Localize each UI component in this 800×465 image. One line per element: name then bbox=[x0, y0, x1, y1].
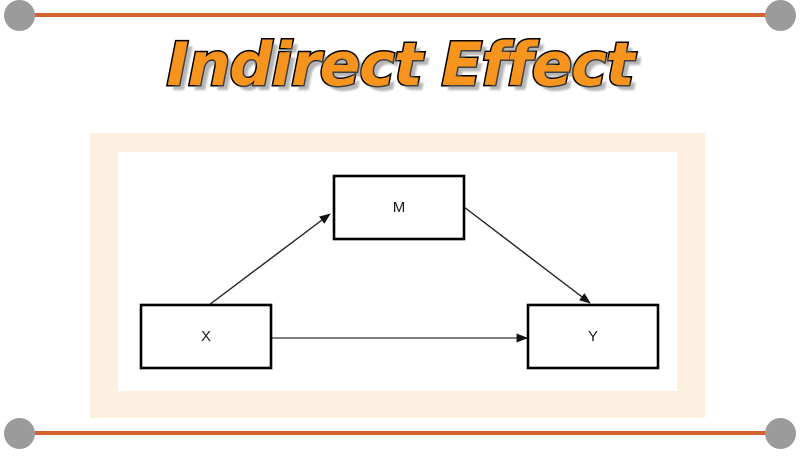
node-x-box bbox=[139, 303, 273, 370]
edge-m-to-y bbox=[463, 206, 591, 304]
bottom-divider bbox=[0, 418, 800, 450]
mediation-diagram: M X Y bbox=[139, 174, 660, 370]
top-divider-knob-right bbox=[765, 0, 796, 31]
top-divider-line bbox=[22, 13, 778, 17]
bottom-divider-knob-left bbox=[4, 418, 35, 449]
top-divider-knob-left bbox=[4, 0, 35, 31]
slide-title: Indirect Effect bbox=[165, 30, 636, 100]
node-m-box bbox=[332, 174, 466, 241]
node-y[interactable]: Y bbox=[526, 303, 660, 370]
node-m-label: M bbox=[393, 199, 406, 216]
node-x-label: X bbox=[201, 328, 211, 345]
bottom-divider-knob-right bbox=[765, 418, 796, 449]
edge-x-to-m bbox=[208, 213, 331, 306]
node-y-label: Y bbox=[588, 328, 598, 345]
top-divider bbox=[0, 0, 800, 32]
node-m[interactable]: M bbox=[332, 174, 466, 241]
node-y-box bbox=[526, 303, 660, 370]
bottom-divider-line bbox=[22, 431, 778, 435]
node-x[interactable]: X bbox=[139, 303, 273, 370]
